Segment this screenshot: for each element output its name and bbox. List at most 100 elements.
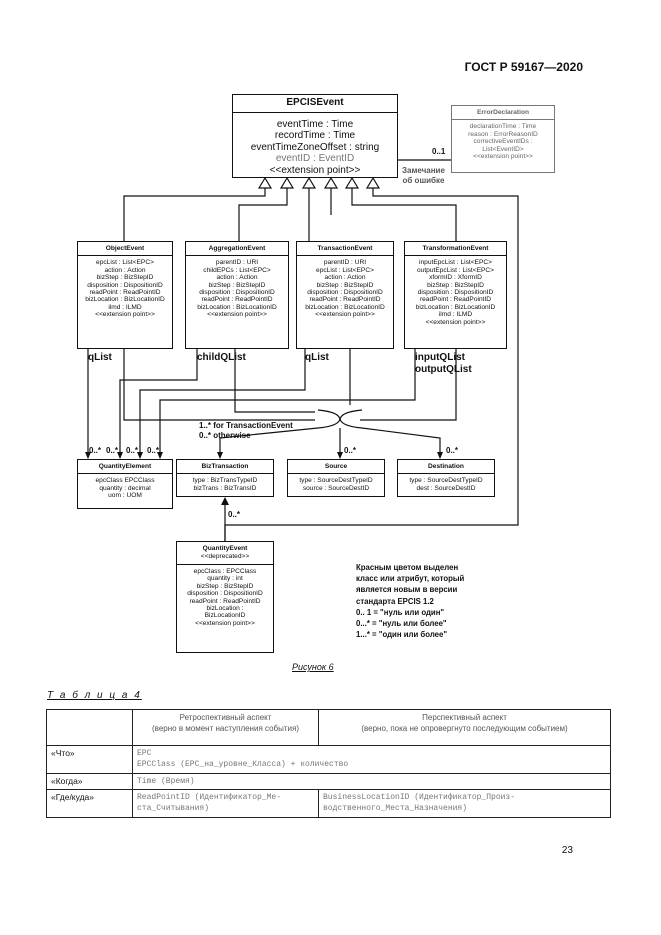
outputqlist-label: outputQList bbox=[415, 364, 472, 375]
table-header-cell: Перспективный аспект (верно, пока не опр… bbox=[318, 709, 611, 746]
class-attribute: bizStep : BizStepID bbox=[316, 281, 374, 289]
error-attr: List<EventID> bbox=[482, 145, 524, 153]
table-row: «Где/куда» ReadPointID (Идентификатор_Ме… bbox=[46, 789, 611, 818]
error-declaration-class: ErrorDeclaration declarationTime : Time … bbox=[451, 105, 555, 173]
class-attribute: readPoint : ReadPointID bbox=[201, 296, 273, 304]
class-attribute: parentID : URI bbox=[215, 259, 259, 267]
class-attribute: bizLocation : bbox=[206, 605, 244, 613]
destination-title: Destination bbox=[398, 460, 494, 475]
error-attr: <<extension point>> bbox=[473, 153, 533, 161]
class-attribute: disposition : DispositionID bbox=[199, 289, 275, 297]
quantity-element-title: QuantityElement bbox=[78, 460, 172, 475]
epcis-ext: <<extension point>> bbox=[269, 164, 361, 176]
object-event-class: ObjectEvent epcList : List<EPC>action : … bbox=[77, 241, 173, 349]
class-attribute: disposition : DispositionID bbox=[187, 590, 263, 598]
legend-note: Красным цветом выделен класс или атрибут… bbox=[356, 563, 465, 640]
row-retro: ReadPointID (Идентификатор_Ме- ста_Считы… bbox=[132, 789, 319, 818]
table-caption: Т а б л и ц а 4 bbox=[47, 690, 142, 701]
class-attribute: bizStep : BizStepID bbox=[427, 281, 484, 289]
class-attribute: quantity : int bbox=[207, 575, 243, 583]
row-label: «Когда» bbox=[46, 773, 133, 790]
class-attribute: childEPCs : List<EPC> bbox=[203, 266, 271, 274]
source-title: Source bbox=[288, 460, 384, 475]
dest-mult: 0..* bbox=[446, 446, 459, 455]
class-attribute: BizLocationID bbox=[204, 612, 246, 620]
class-attribute: uom : UOM bbox=[108, 492, 142, 500]
class-attribute: readPoint : ReadPointID bbox=[189, 597, 261, 605]
class-attribute: disposition : DispositionID bbox=[417, 289, 494, 297]
table-4: Ретроспективный аспект (верно в момент н… bbox=[46, 709, 611, 818]
class-attribute: bizStep : BizStepID bbox=[196, 582, 254, 590]
class-attribute: ilmd : ILMD bbox=[438, 311, 473, 319]
quantity-event-class: QuantityEvent <<deprecated>> epcClass : … bbox=[176, 541, 274, 653]
row-label: «Где/куда» bbox=[46, 789, 133, 818]
aggregation-event-title: AggregationEvent bbox=[186, 242, 288, 257]
class-attribute: <<extension point>> bbox=[195, 619, 255, 627]
class-attribute: action : Action bbox=[216, 274, 258, 282]
class-attribute: source : SourceDestID bbox=[302, 484, 370, 492]
class-attribute: type : BizTransTypeID bbox=[192, 477, 258, 485]
class-attribute: <<extension point>> bbox=[315, 311, 375, 319]
class-attribute: inputEpcList : List<EPC> bbox=[419, 259, 492, 267]
mult-label: 0..* bbox=[89, 446, 102, 455]
standard-header: ГОСТ Р 59167—2020 bbox=[464, 60, 583, 74]
class-attribute: bizLocation : BizLocationID bbox=[305, 303, 385, 311]
error-attr: correctiveEventIDs : bbox=[473, 138, 533, 146]
class-attribute: parentID : URI bbox=[323, 259, 367, 267]
childqlist-label: childQList bbox=[197, 352, 246, 363]
class-attribute: epcClass : EPCClass bbox=[193, 568, 257, 575]
class-attribute: bizLocation : BizLocationID bbox=[85, 296, 165, 304]
transaction-event-title: TransactionEvent bbox=[297, 242, 393, 257]
error-multiplicity: 0..1 bbox=[432, 147, 446, 156]
class-attribute: ilmd : ILMD bbox=[108, 303, 142, 311]
epcis-event-class: EPCISEvent eventTime : Time recordTime :… bbox=[232, 94, 398, 178]
class-attribute: disposition : DispositionID bbox=[87, 281, 163, 289]
table-header-cell: Ретроспективный аспект (верно в момент н… bbox=[132, 709, 319, 746]
error-attr: declarationTime : Time bbox=[469, 123, 537, 131]
qlist-label: qList bbox=[305, 352, 329, 363]
biz-transaction-title: BizTransaction bbox=[177, 460, 273, 475]
transformation-event-attrs: inputEpcList : List<EPC>outputEpcList : … bbox=[405, 256, 506, 329]
quantity-event-title: QuantityEvent <<deprecated>> bbox=[177, 542, 273, 565]
page-number: 23 bbox=[561, 845, 573, 856]
class-attribute: epcClass EPCClass bbox=[95, 477, 155, 485]
table-row: «Что» EPC EPCClass (EPC_на_уровне_Класса… bbox=[46, 745, 611, 774]
class-attribute: quantity : decimal bbox=[99, 484, 151, 492]
error-attr: reason : ErrorReasonID bbox=[468, 130, 538, 138]
row-label: «Что» bbox=[46, 745, 133, 774]
class-attribute: <<extension point>> bbox=[95, 311, 155, 319]
diagram-connectors bbox=[85, 159, 519, 541]
class-attribute: epcList : List<EPC> bbox=[96, 259, 154, 267]
class-attribute: bizLocation : BizLocationID bbox=[415, 303, 496, 311]
table-header-cell bbox=[46, 709, 133, 746]
class-attribute: <<extension point>> bbox=[425, 318, 486, 326]
table-row: «Когда» Time (Время) bbox=[46, 773, 611, 790]
table-header-row: Ретроспективный аспект (верно в момент н… bbox=[46, 709, 611, 746]
class-attribute: bizStep : BizStepID bbox=[96, 274, 154, 282]
class-attribute: epcList : List<EPC> bbox=[316, 266, 374, 274]
inputqlist-label: inputQList bbox=[415, 352, 465, 363]
epcis-attr: recordTime : Time bbox=[274, 130, 356, 141]
source-mult: 0..* bbox=[344, 446, 357, 455]
epcis-event-title: EPCISEvent bbox=[233, 95, 397, 113]
qlist-label: qList bbox=[88, 352, 112, 363]
class-attribute: disposition : DispositionID bbox=[307, 289, 383, 297]
class-attribute: action : Action bbox=[104, 266, 146, 274]
class-attribute: action : Action bbox=[324, 274, 366, 282]
row-retro: Time (Время) bbox=[132, 773, 611, 790]
